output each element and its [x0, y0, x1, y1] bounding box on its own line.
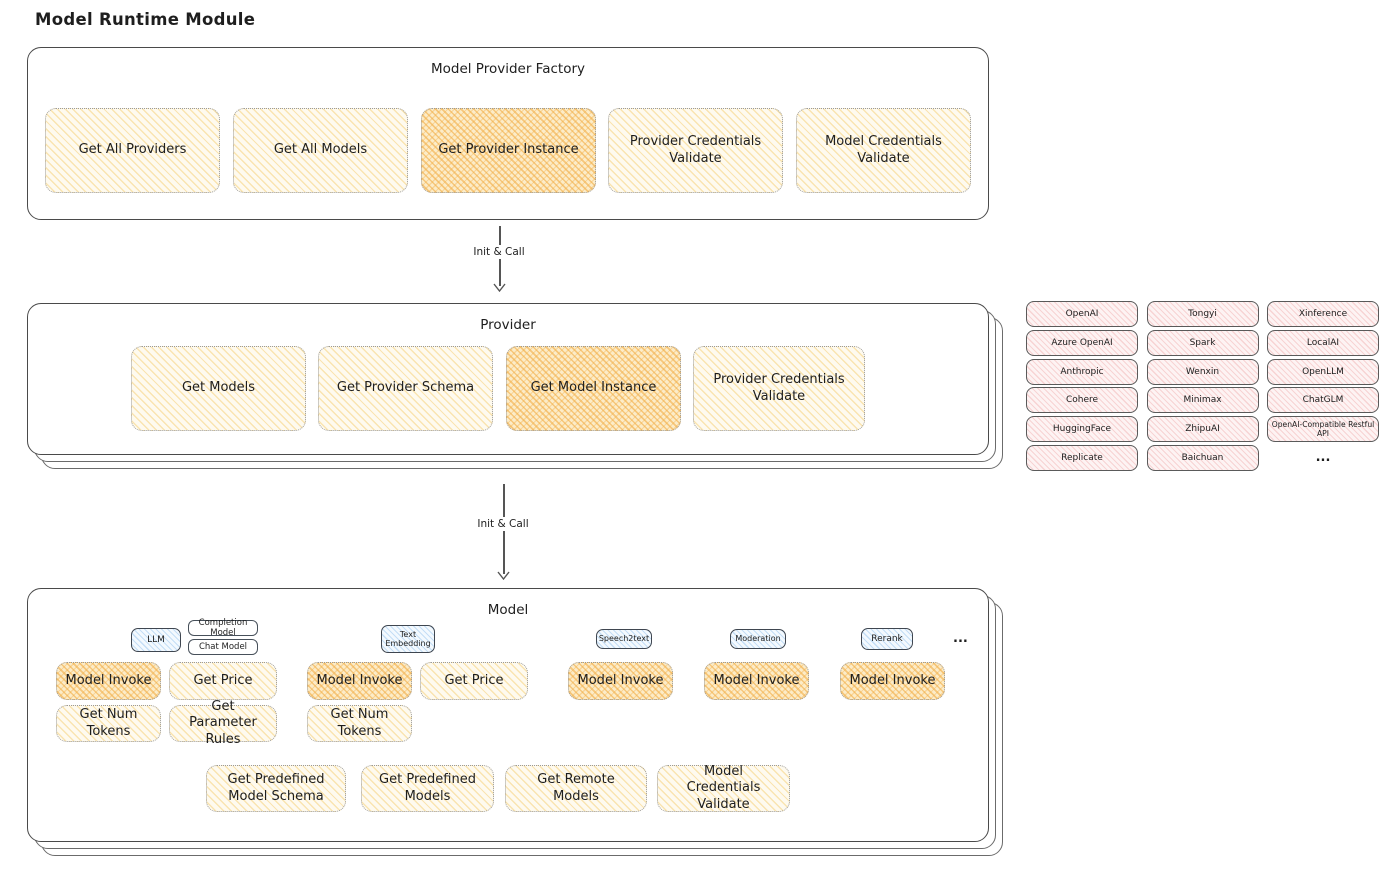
- factory-title: Model Provider Factory: [430, 61, 585, 77]
- provider-huggingface: HuggingFace: [1026, 416, 1138, 443]
- factory-model-credentials-validate: Model Credentials Validate: [796, 108, 971, 193]
- provider-localai: LocalAI: [1267, 329, 1379, 356]
- provider-openai: OpenAI: [1026, 301, 1138, 327]
- get-predefined-models: Get Predefined Models: [361, 765, 494, 812]
- provider-chatglm: ChatGLM: [1267, 387, 1379, 414]
- factory-get-provider-instance: Get Provider Instance: [421, 108, 596, 193]
- provider-zhipuai: ZhipuAI: [1146, 416, 1259, 443]
- init-call-label-1: Init & Call: [468, 245, 530, 259]
- provider-replicate: Replicate: [1026, 444, 1138, 471]
- provider-spark: Spark: [1146, 329, 1259, 356]
- tag-llm: LLM: [131, 628, 181, 652]
- provider-get-model-instance: Get Model Instance: [506, 346, 681, 431]
- tag-moderation: Moderation: [730, 629, 786, 649]
- provider-openai-compatible: OpenAI-Compatible Restful API: [1267, 416, 1379, 443]
- model-credentials-validate: Model Credentials Validate: [657, 764, 790, 812]
- moderation-model-invoke: Model Invoke: [704, 662, 809, 700]
- tag-speech2text: Speech2text: [596, 629, 652, 649]
- llm-get-num-tokens: Get Num Tokens: [56, 705, 161, 742]
- tag-text-embedding: Text Embedding: [381, 625, 435, 653]
- model-provider-factory-box: Model Provider Factory Get All Providers…: [27, 47, 989, 220]
- tag-rerank: Rerank: [861, 628, 913, 650]
- provider-title: Provider: [480, 317, 536, 333]
- rerank-model-invoke: Model Invoke: [840, 662, 945, 700]
- provider-credentials-validate: Provider Credentials Validate: [693, 346, 865, 431]
- diagram-title: Model Runtime Module: [35, 10, 256, 29]
- model-tags-ellipsis: ...: [953, 631, 968, 646]
- provider-azure-openai: Azure OpenAI: [1026, 329, 1138, 356]
- provider-tongyi: Tongyi: [1146, 301, 1259, 327]
- model-box: Model LLM Completion Model Chat Model Te…: [27, 588, 989, 842]
- get-predefined-model-schema: Get Predefined Model Schema: [206, 765, 346, 812]
- model-title: Model: [487, 602, 529, 618]
- llm-model-invoke: Model Invoke: [56, 662, 161, 700]
- provider-box: Provider Get Models Get Provider Schema …: [27, 303, 989, 455]
- provider-wenxin: Wenxin: [1146, 358, 1259, 385]
- llm-get-parameter-rules: Get Parameter Rules: [169, 699, 277, 747]
- embedding-get-num-tokens: Get Num Tokens: [307, 705, 412, 742]
- provider-minimax: Minimax: [1146, 387, 1259, 414]
- factory-get-all-providers: Get All Providers: [45, 108, 220, 193]
- tag-completion-model: Completion Model: [188, 618, 258, 638]
- embedding-model-invoke: Model Invoke: [307, 662, 412, 700]
- llm-get-price: Get Price: [169, 662, 277, 700]
- tag-chat-model: Chat Model: [188, 639, 258, 655]
- get-remote-models: Get Remote Models: [505, 765, 647, 812]
- provider-get-models: Get Models: [131, 346, 306, 431]
- arrow-head-icon: [493, 283, 506, 292]
- provider-anthropic: Anthropic: [1026, 358, 1138, 385]
- provider-baichuan: Baichuan: [1146, 444, 1259, 471]
- init-call-label-2: Init & Call: [472, 517, 534, 531]
- provider-name-grid: OpenAI Tongyi Xinference Azure OpenAI Sp…: [1026, 301, 1379, 471]
- init-call-arrow-1: Init & Call: [468, 226, 530, 292]
- speech2text-model-invoke: Model Invoke: [568, 662, 673, 700]
- provider-get-provider-schema: Get Provider Schema: [318, 346, 493, 431]
- init-call-arrow-2: Init & Call: [472, 484, 534, 580]
- provider-xinference: Xinference: [1267, 301, 1379, 327]
- provider-openllm: OpenLLM: [1267, 358, 1379, 385]
- factory-get-all-models: Get All Models: [233, 108, 408, 193]
- provider-cohere: Cohere: [1026, 387, 1138, 414]
- factory-provider-credentials-validate: Provider Credentials Validate: [608, 108, 783, 193]
- provider-grid-ellipsis: ...: [1315, 450, 1331, 466]
- embedding-get-price: Get Price: [420, 662, 528, 700]
- arrow-head-icon: [497, 571, 510, 580]
